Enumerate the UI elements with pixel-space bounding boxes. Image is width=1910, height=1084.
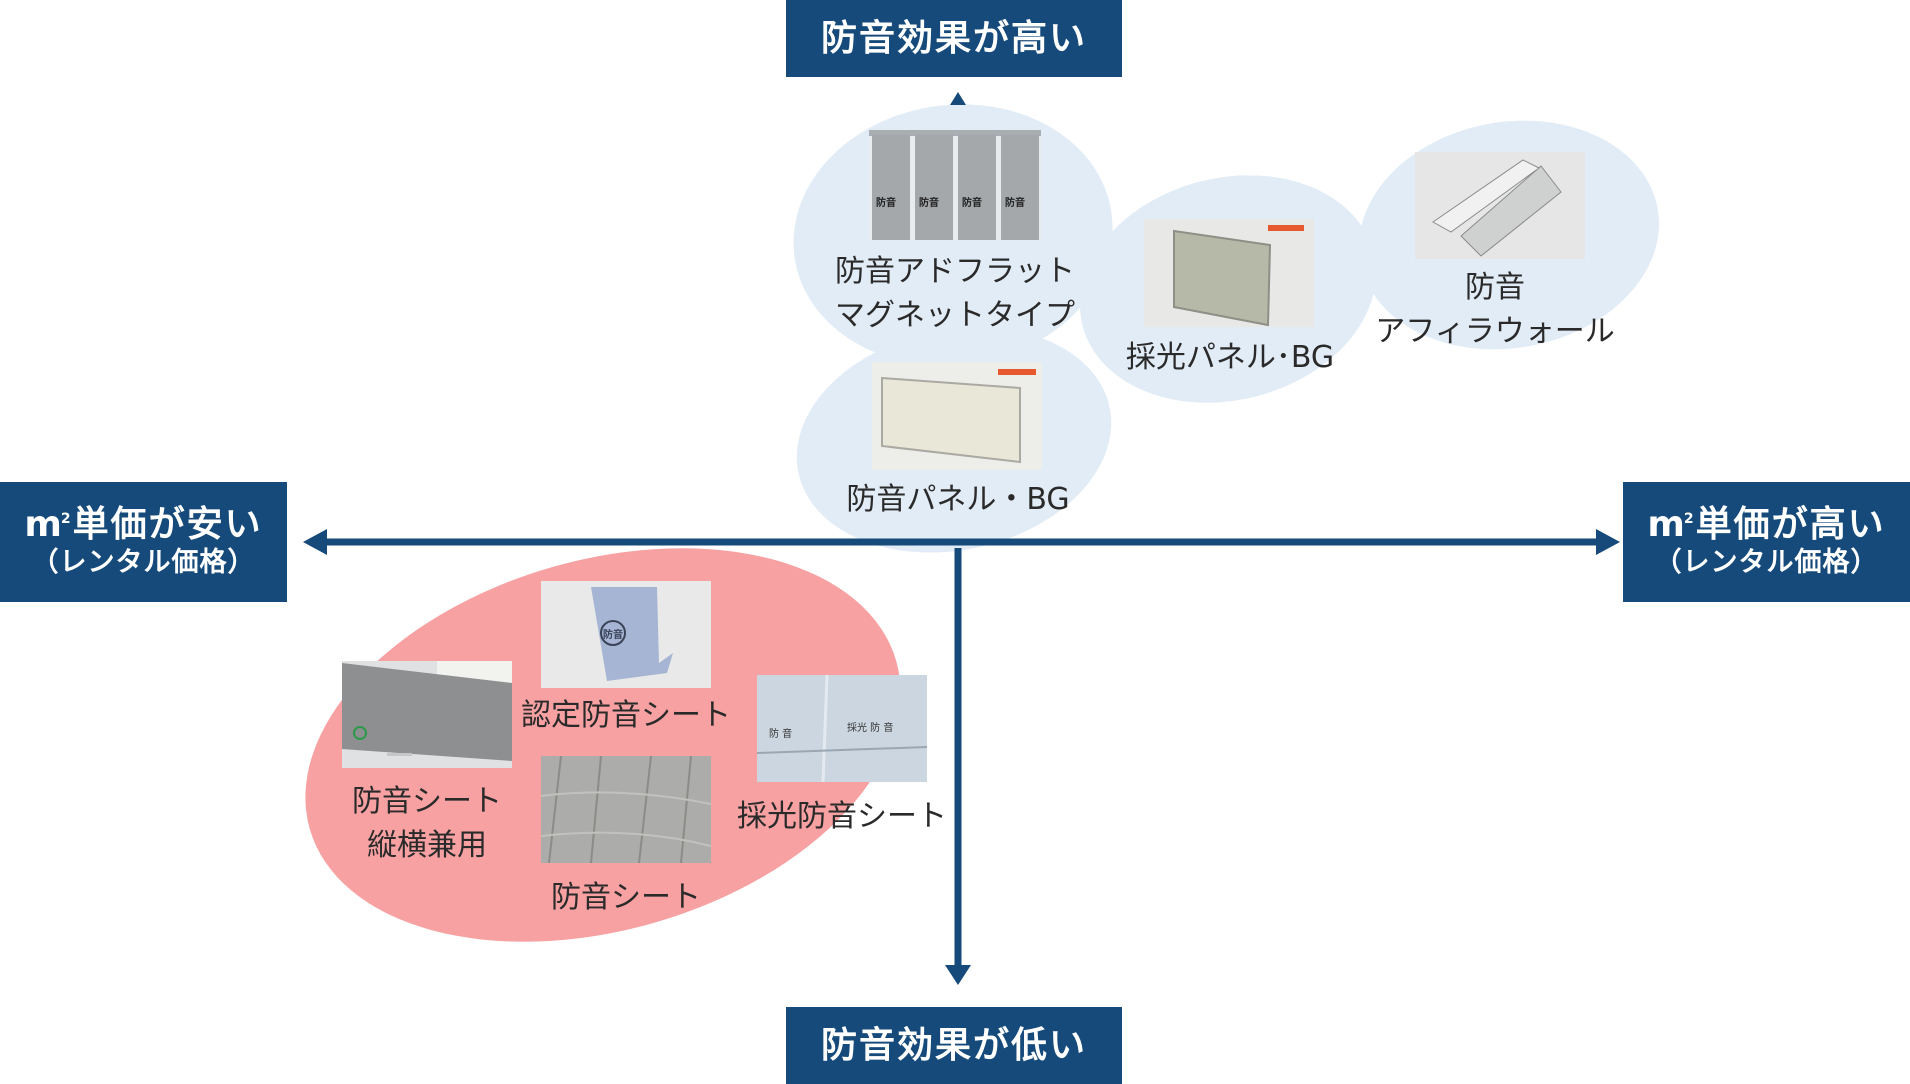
gray-panels-graphic xyxy=(869,130,1041,240)
sheet-label: 防音シート xyxy=(551,880,701,915)
sheet-text-right: 採光 防 音 xyxy=(847,723,894,734)
afirawall-label: 防音 アフィラウォール xyxy=(1360,266,1630,353)
panel-text: 防音 xyxy=(962,198,982,209)
axis-top-text: 防音効果が高い xyxy=(820,17,1087,59)
right-arrowhead xyxy=(1596,529,1620,555)
sheet-tateyoko-label: 防音シート 縦横兼用 xyxy=(322,780,532,867)
adflat-photo: 防音 防音 防音 防音 xyxy=(869,130,1041,240)
left-arrowhead xyxy=(303,529,327,555)
unit-text: m xyxy=(24,503,64,545)
up-arrowhead xyxy=(950,92,966,105)
unit-text: m xyxy=(1647,503,1687,545)
axis-right-text: m2単価が高い xyxy=(1647,504,1885,545)
axis-left-label: m2単価が安い （レンタル価格） xyxy=(0,482,287,602)
panel-text: 防音 xyxy=(1005,198,1025,209)
folded-panel-graphic xyxy=(1432,159,1562,257)
sheet-photo xyxy=(541,756,711,863)
axis-bottom-text: 防音効果が低い xyxy=(820,1024,1087,1066)
adflat-label: 防音アドフラット マグネットタイプ xyxy=(815,250,1095,337)
sheet-tateyoko-label-line2: 縦横兼用 xyxy=(367,827,487,863)
sheet-tateyoko-photo xyxy=(342,661,512,768)
building-sheet-graphic xyxy=(342,661,512,761)
axis-left-sub: （レンタル価格） xyxy=(31,547,256,579)
nintei-sheet-label: 認定防音シート xyxy=(521,698,731,733)
axis-top-label: 防音効果が高い xyxy=(786,0,1122,77)
nintei-sheet-photo: 防音 xyxy=(541,581,711,688)
adflat-label-line1: 防音アドフラット xyxy=(835,254,1075,289)
afirawall-label-line2: アフィラウォール xyxy=(1375,313,1615,349)
down-arrowhead xyxy=(945,965,971,985)
bouon-panel-label: 防音パネル・BG xyxy=(846,482,1070,517)
adflat-label-line2: マグネットタイプ xyxy=(835,297,1075,333)
unit-sup: 2 xyxy=(1683,510,1696,527)
panel-text: 防音 xyxy=(876,198,896,209)
saiko-panel-photo xyxy=(1144,219,1314,327)
axis-left-text: m2単価が安い xyxy=(24,504,262,545)
axis-right-label: m2単価が高い （レンタル価格） xyxy=(1623,482,1910,602)
bouon-panel-photo xyxy=(872,362,1042,470)
axis-right-main: 単価が高い xyxy=(1695,503,1886,545)
sheet-logo-text: 防音 xyxy=(603,630,623,641)
sheet-text-left: 防 音 xyxy=(769,729,793,740)
saiko-sheet-label: 採光防音シート xyxy=(737,799,947,834)
translucent-panel-graphic xyxy=(1173,225,1304,327)
clear-sheet-graphic xyxy=(757,675,927,782)
panel-text: 防音 xyxy=(919,198,939,209)
unit-sup: 2 xyxy=(60,510,73,527)
blue-sheet-graphic xyxy=(591,587,673,681)
axis-left-main: 単価が安い xyxy=(72,503,263,545)
saiko-sheet-photo: 防 音 採光 防 音 xyxy=(757,675,927,782)
saiko-panel-label: 採光パネル･BG xyxy=(1125,340,1335,375)
axis-right-sub: （レンタル価格） xyxy=(1654,547,1879,579)
afirawall-label-line1: 防音 xyxy=(1465,270,1525,305)
sheet-tateyoko-label-line1: 防音シート xyxy=(352,784,502,819)
draped-sheet-graphic xyxy=(541,756,711,863)
white-panel-graphic xyxy=(881,369,1036,464)
axis-bottom-label: 防音効果が低い xyxy=(786,1007,1122,1084)
afirawall-photo xyxy=(1415,152,1585,259)
